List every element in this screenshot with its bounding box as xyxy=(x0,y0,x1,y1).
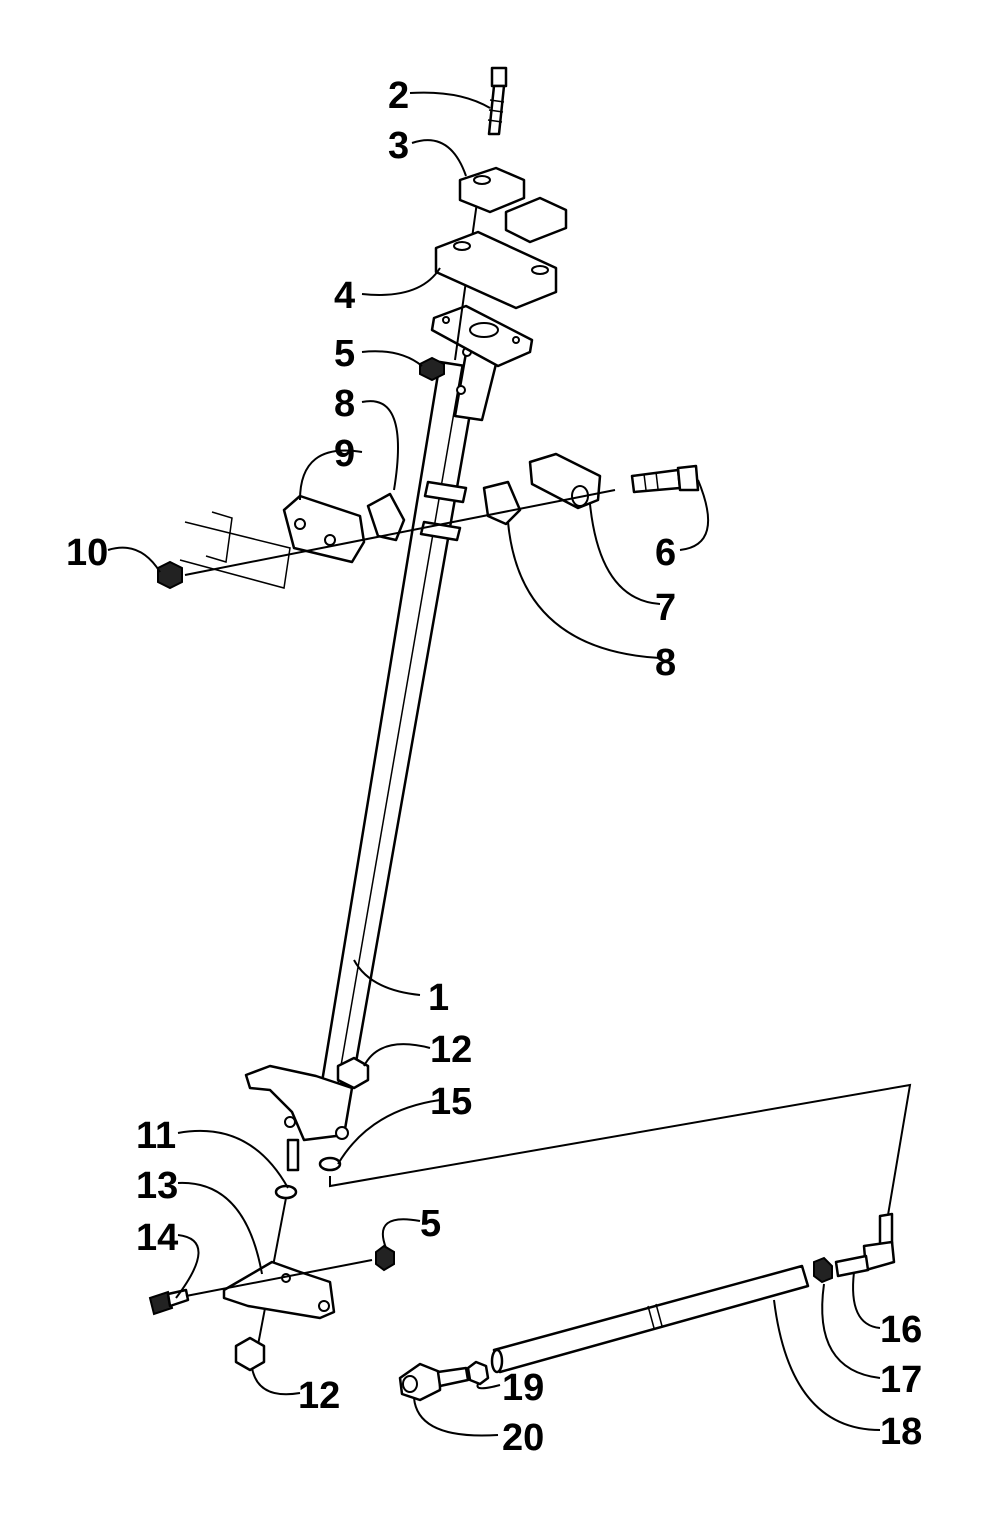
washer-15 xyxy=(318,1156,342,1172)
bolt-14 xyxy=(148,1288,190,1316)
callout-7: 7 xyxy=(655,587,676,629)
callout-8-right: 8 xyxy=(655,642,676,684)
callout-17: 17 xyxy=(880,1359,922,1401)
clip-8-right xyxy=(482,480,522,526)
tie-rod-end-16 xyxy=(834,1212,896,1278)
bracket-13 xyxy=(222,1260,336,1320)
tie-rod-connection-line xyxy=(329,1083,912,1216)
nut-10 xyxy=(157,560,183,590)
handlebar-cap-3 xyxy=(458,166,568,244)
callout-4: 4 xyxy=(334,275,355,317)
bolt-2 xyxy=(454,66,508,361)
tie-rod-18 xyxy=(490,1264,810,1374)
callout-3: 3 xyxy=(388,125,409,167)
callout-11: 11 xyxy=(136,1115,176,1157)
jam-nut-17 xyxy=(813,1256,833,1284)
callout-12: 12 xyxy=(430,1029,472,1071)
steering-arm xyxy=(244,1064,354,1172)
callout-1: 1 xyxy=(428,977,449,1019)
callout-2: 2 xyxy=(388,75,409,117)
bolt-axis-lower xyxy=(185,1259,373,1297)
callout-10: 10 xyxy=(66,532,108,574)
bolt-6 xyxy=(630,464,700,494)
washer-11 xyxy=(274,1184,298,1200)
steering-post xyxy=(320,328,502,1087)
leader-lines xyxy=(107,91,881,1437)
callout-labels: 2 3 4 5 8 9 10 6 7 8 1 12 15 11 13 14 5 … xyxy=(66,75,922,1459)
bolt-axis-upper xyxy=(184,489,616,576)
callout-12-lower: 12 xyxy=(298,1375,340,1417)
callout-16: 16 xyxy=(880,1309,922,1351)
callout-14: 14 xyxy=(136,1217,178,1259)
callout-8: 8 xyxy=(334,383,355,425)
nut-12-lower xyxy=(234,1336,266,1372)
clip-8-left xyxy=(366,492,406,542)
callout-13: 13 xyxy=(136,1165,178,1207)
callout-5-lower: 5 xyxy=(420,1203,441,1245)
nut-12-upper xyxy=(336,1056,370,1090)
callout-5: 5 xyxy=(334,333,355,375)
upper-mount-plate xyxy=(430,304,534,368)
nut-5-upper xyxy=(419,356,445,382)
handlebar-block-4 xyxy=(434,230,558,310)
handlebar-clamp-9 xyxy=(179,494,366,589)
callout-6: 6 xyxy=(655,532,676,574)
callout-20: 20 xyxy=(502,1417,544,1459)
callout-18: 18 xyxy=(880,1411,922,1453)
callout-15: 15 xyxy=(430,1081,472,1123)
callout-9: 9 xyxy=(334,433,355,475)
nut-5-lower xyxy=(375,1244,395,1272)
tie-rod-end-20 xyxy=(398,1362,470,1402)
callout-19: 19 xyxy=(502,1367,544,1409)
jam-nut-19 xyxy=(466,1360,490,1386)
